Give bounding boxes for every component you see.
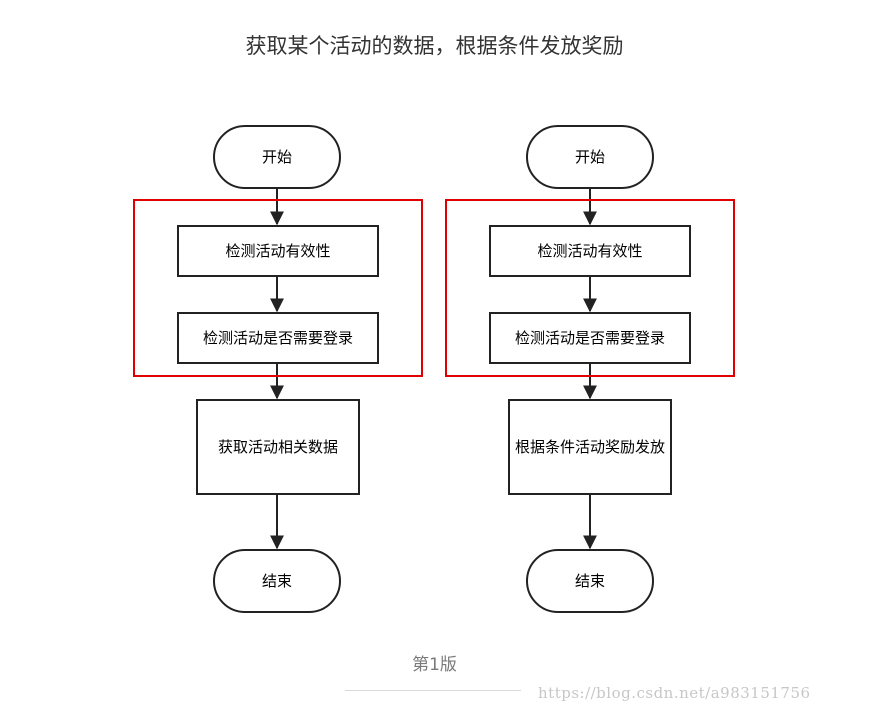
- highlight-box: [133, 199, 423, 377]
- flowchart-left: 开始 检测活动有效性 检测活动是否需要登录 获取活动相关数据 结束: [133, 125, 423, 613]
- check-login-label: 检测活动是否需要登录: [203, 329, 353, 347]
- diagram-title: 获取某个活动的数据，根据条件发放奖励: [245, 34, 624, 58]
- action-step: [196, 399, 360, 495]
- start-label: 开始: [575, 148, 605, 166]
- check-login-step: [177, 312, 379, 364]
- action-label: 获取活动相关数据: [218, 438, 338, 456]
- end-terminator: [526, 549, 654, 613]
- action-label: 根据条件活动奖励发放: [515, 438, 665, 456]
- check-login-label: 检测活动是否需要登录: [515, 329, 665, 347]
- check-valid-step: [177, 225, 379, 277]
- check-valid-label: 检测活动有效性: [537, 242, 642, 260]
- check-valid-step: [489, 225, 691, 277]
- end-terminator: [213, 549, 341, 613]
- start-terminator: [213, 125, 341, 189]
- flowchart-right: 开始 检测活动有效性 检测活动是否需要登录 根据条件活动奖励发放 结束: [445, 125, 735, 613]
- highlight-box: [445, 199, 735, 377]
- figure-caption: 第1版: [412, 655, 457, 675]
- watermark: https://blog.csdn.net/a983151756: [538, 684, 811, 702]
- check-login-step: [489, 312, 691, 364]
- start-terminator: [526, 125, 654, 189]
- caption-divider: [345, 690, 521, 691]
- check-valid-label: 检测活动有效性: [225, 242, 330, 260]
- end-label: 结束: [575, 572, 605, 590]
- end-label: 结束: [262, 572, 292, 590]
- action-step: [508, 399, 672, 495]
- start-label: 开始: [262, 148, 292, 166]
